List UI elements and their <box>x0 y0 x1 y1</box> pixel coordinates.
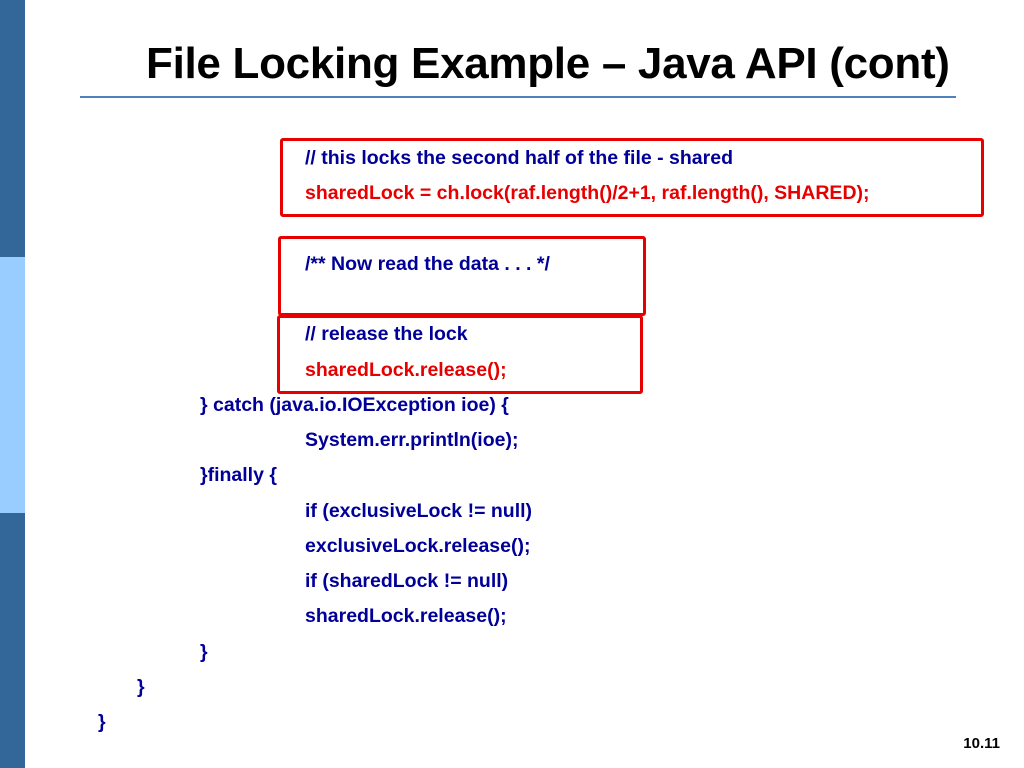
highlight-box-read-data <box>278 236 646 316</box>
highlight-box-shared-lock <box>280 138 984 217</box>
sidebar-segment-middle <box>0 257 25 513</box>
code-line-close-finally: } <box>200 641 208 663</box>
code-line-shared-release-final: sharedLock.release(); <box>305 605 507 627</box>
code-line-comment-release: // release the lock <box>305 323 468 345</box>
title-underline <box>80 96 956 98</box>
sidebar-segment-bottom <box>0 513 25 768</box>
code-line-println: System.err.println(ioe); <box>305 429 519 451</box>
slide-title: File Locking Example – Java API (cont) <box>146 39 950 88</box>
code-line-shared-lock: sharedLock = ch.lock(raf.length()/2+1, r… <box>305 182 870 204</box>
code-line-exclusive-release: exclusiveLock.release(); <box>305 535 531 557</box>
sidebar-accent <box>0 0 25 768</box>
slide-number: 10.11 <box>963 735 1000 752</box>
code-line-finally: }finally { <box>200 464 277 486</box>
code-line-catch: } catch (java.io.IOException ioe) { <box>200 394 509 416</box>
code-line-comment-shared: // this locks the second half of the fil… <box>305 147 734 169</box>
code-line-close-method: } <box>137 676 145 698</box>
code-line-read-data: /** Now read the data . . . */ <box>305 253 550 275</box>
code-line-if-exclusive: if (exclusiveLock != null) <box>305 500 533 522</box>
code-line-close-class: } <box>98 711 106 733</box>
code-line-if-shared: if (sharedLock != null) <box>305 570 509 592</box>
sidebar-segment-top <box>0 0 25 257</box>
highlight-box-release <box>277 315 643 394</box>
code-line-shared-release: sharedLock.release(); <box>305 359 507 381</box>
